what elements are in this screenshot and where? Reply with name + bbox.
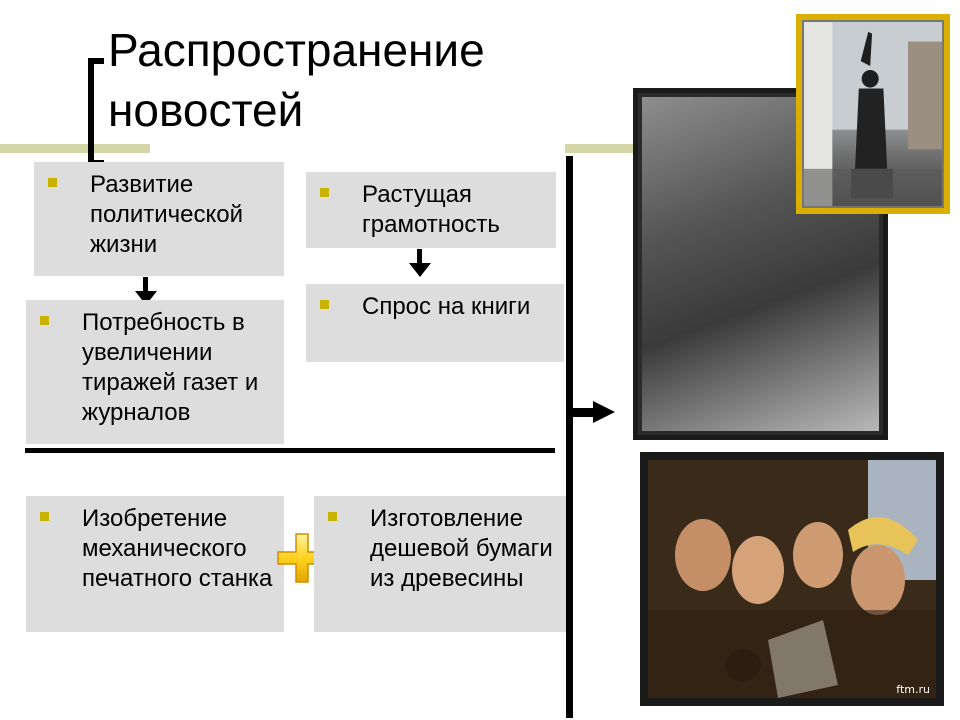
- slide-title: Распространение новостей: [108, 20, 628, 140]
- box-cheap-paper-text: Изготовление дешевой бумаги из древесины: [370, 505, 553, 592]
- watermark-text: ftm.ru: [896, 683, 930, 696]
- newsboy-statue-photo: [796, 14, 950, 214]
- men-reading-newspaper-painting: ftm.ru: [640, 452, 944, 706]
- statue-canvas: [804, 22, 942, 206]
- box-book-demand-text: Спрос на книги: [362, 293, 531, 320]
- bullet-icon: [40, 316, 49, 325]
- title-underline-left: [0, 144, 150, 153]
- arrow-shaft: [143, 277, 148, 291]
- bullet-icon: [48, 178, 57, 187]
- box-literacy: Растущая грамотность: [306, 172, 556, 248]
- bullet-icon: [320, 300, 329, 309]
- box-political-life: Развитие политической жизни: [34, 162, 284, 276]
- box-political-life-text: Развитие политической жизни: [90, 171, 243, 258]
- box-press-invention-text: Изобретение механического печатного стан…: [82, 505, 273, 592]
- box-circulation-need: Потребность в увеличении тиражей газет и…: [26, 300, 284, 444]
- plus-icon: [277, 533, 327, 583]
- arrow-right-icon: [593, 401, 615, 423]
- box-circulation-need-text: Потребность в увеличении тиражей газет и…: [82, 309, 259, 426]
- box-cheap-paper: Изготовление дешевой бумаги из древесины: [314, 496, 566, 632]
- arrow-shaft: [417, 249, 422, 263]
- box-press-invention: Изобретение механического печатного стан…: [26, 496, 284, 632]
- painting-figures: [648, 460, 936, 698]
- title-line-2: новостей: [108, 84, 304, 136]
- title-line-1: Распространение: [108, 24, 485, 76]
- box-literacy-text: Растущая грамотность: [362, 181, 500, 238]
- arrow-right-shaft: [573, 408, 593, 417]
- arrow-down-icon: [409, 263, 431, 277]
- horizontal-divider: [25, 448, 555, 453]
- painting-canvas: ftm.ru: [648, 460, 936, 698]
- bullet-icon: [40, 512, 49, 521]
- statue-silhouette: [804, 22, 942, 206]
- box-book-demand: Спрос на книги: [306, 284, 564, 362]
- bullet-icon: [328, 512, 337, 521]
- vertical-divider: [566, 156, 573, 718]
- bullet-icon: [320, 188, 329, 197]
- title-underline-right: [565, 144, 635, 153]
- title-bracket: [88, 58, 104, 166]
